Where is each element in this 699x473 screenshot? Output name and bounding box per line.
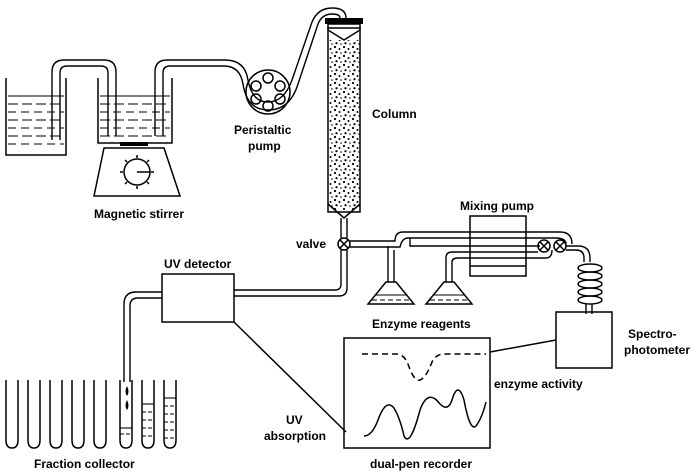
enzyme-signal-wire (489, 339, 557, 353)
valve (337, 237, 351, 251)
fraction-tube (123, 291, 162, 382)
peristaltic-pump (245, 69, 291, 115)
mixer-valve-left (537, 239, 551, 253)
recorder-label: dual-pen recorder (370, 457, 472, 471)
reagents-label: Enzyme reagents (372, 317, 471, 331)
column-label: Column (372, 107, 417, 121)
stirrer-dial-ticks (120, 155, 154, 189)
uv-detector (161, 273, 235, 323)
mixing-pump-label: Mixing pump (460, 199, 534, 213)
mixer-valve-right (553, 239, 567, 253)
reagent-flask-left (366, 281, 416, 305)
enzyme-activity-label: enzyme activity (494, 377, 583, 391)
spectro-label-line1: Spectro- (628, 327, 677, 341)
feed-tube (154, 7, 347, 136)
uv-absorption-trace (363, 389, 487, 440)
drops (125, 386, 129, 410)
reaction-coil (577, 263, 603, 314)
coil-tube (566, 245, 591, 262)
pump-label-line1: Peristaltic (234, 123, 292, 137)
beaker-left-liquid-lines (8, 95, 64, 145)
uv-signal-wire (233, 321, 347, 433)
chromatography-column (325, 18, 363, 238)
buffer-beaker-right (97, 78, 173, 146)
uv-absorption-label-line2: absorption (264, 429, 326, 443)
dual-pen-recorder (343, 337, 491, 449)
reagent-flask-right (424, 281, 474, 305)
siphon-tube (51, 59, 117, 140)
eluate-tube (234, 250, 348, 297)
beaker-right-liquid-lines (100, 95, 170, 137)
magnetic-stirrer (93, 147, 182, 197)
fraction-collector (5, 380, 177, 449)
spectro-label-line2: photometer (624, 343, 690, 357)
valve-label: valve (296, 237, 326, 251)
uv-absorption-label-line1: UV (286, 413, 303, 427)
fraction-collector-label: Fraction collector (34, 457, 135, 471)
pump-label-line2: pump (248, 139, 281, 153)
spectrophotometer (555, 311, 613, 369)
stirrer-label: Magnetic stirrer (94, 207, 184, 221)
mixing-tubes (350, 231, 573, 282)
uv-detector-label: UV detector (164, 257, 232, 271)
enzyme-activity-trace (362, 353, 486, 381)
stir-bar (120, 142, 148, 146)
buffer-beaker-left (5, 78, 67, 156)
